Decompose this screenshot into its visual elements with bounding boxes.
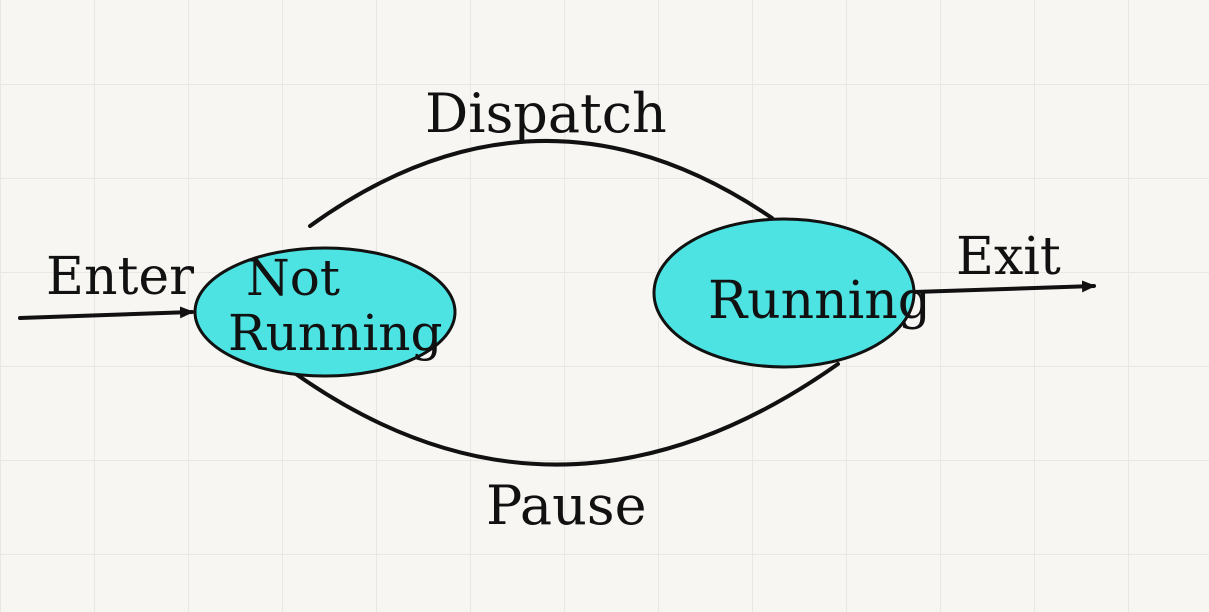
enter-arrow bbox=[18, 306, 194, 320]
pause-arc bbox=[294, 362, 840, 467]
state-not-running-node bbox=[193, 246, 457, 378]
not-running-label-line1: Not bbox=[246, 249, 340, 307]
enter-label: Enter bbox=[46, 247, 194, 307]
dispatch-arc bbox=[308, 139, 774, 228]
state-running-node bbox=[652, 217, 916, 369]
dispatch-label: Dispatch bbox=[425, 82, 667, 145]
pause-label: Pause bbox=[486, 474, 647, 537]
not-running-label-line2: Running bbox=[228, 304, 442, 362]
exit-arrow bbox=[912, 280, 1096, 294]
running-label: Running bbox=[708, 271, 931, 331]
exit-label: Exit bbox=[956, 227, 1061, 287]
